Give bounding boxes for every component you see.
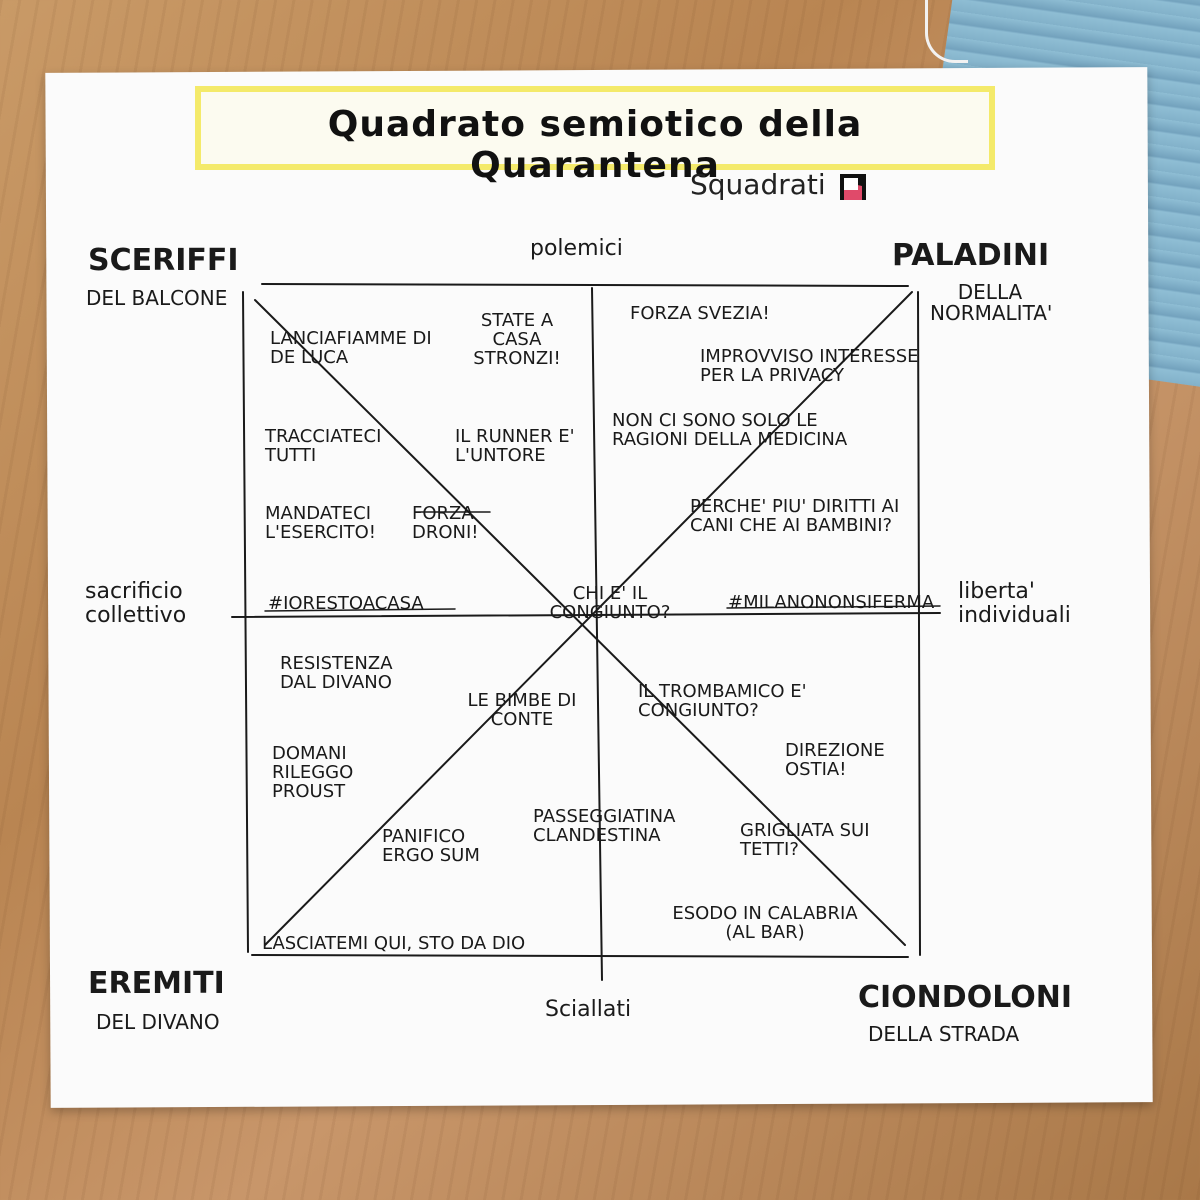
note-resistenza: RESISTENZA DAL DIVANO <box>280 653 393 693</box>
bottom-border-line <box>251 954 909 958</box>
right-border-line <box>917 291 921 956</box>
note-medicina: NON CI SONO SOLO LE RAGIONI DELLA MEDICI… <box>612 410 848 450</box>
note-congiunto-center: CHI E' IL CONGIUNTO? <box>549 583 671 623</box>
note-privacy: IMPROVVISO INTERESSE PER LA PRIVACY <box>700 346 919 386</box>
note-forza-svezia: FORZA SVEZIA! <box>630 303 770 324</box>
axis-right-label: liberta' individuali <box>958 579 1071 629</box>
vertical-axis-line <box>591 287 603 981</box>
strike-milano <box>726 605 941 609</box>
note-runner: IL RUNNER E' L'UNTORE <box>455 426 575 466</box>
note-forza-droni: FORZA DRONI! <box>412 503 479 543</box>
note-milano-non-si-ferma: #MILANONONSIFERMA <box>728 592 935 613</box>
note-panifico: PANIFICO ERGO SUM <box>382 826 480 866</box>
note-bimbe-di-conte: LE BIMBE DI CONTE <box>467 690 577 730</box>
note-tracciateci: TRACCIATECI TUTTI <box>265 426 382 466</box>
title-box: Quadrato semiotico della Quarantena <box>195 86 995 186</box>
corner-top-left-title: SCERIFFI <box>88 243 239 278</box>
diagonal-line-a <box>254 299 906 946</box>
note-trombamico: IL TROMBAMICO E' CONGIUNTO? <box>638 681 807 721</box>
note-mandateci: MANDATECI L'ESERCITO! <box>265 503 377 543</box>
axis-bottom-label: Sciallati <box>545 997 632 1022</box>
corner-bottom-left-title: EREMITI <box>88 966 225 1001</box>
note-io-resto-a-casa: #IORESTOACASA <box>268 593 424 614</box>
note-proust: DOMANI RILEGGO PROUST <box>272 743 354 802</box>
diagram-title: Quadrato semiotico della Quarantena <box>327 104 863 186</box>
diagonal-line-b <box>264 291 913 946</box>
note-cani: PERCHE' PIU' DIRITTI AI CANI CHE AI BAMB… <box>690 496 900 536</box>
note-calabria: ESODO IN CALABRIA (AL BAR) <box>672 903 858 943</box>
brand-name: Squadrati <box>690 168 826 201</box>
top-border-line <box>261 283 909 287</box>
axis-top-label: polemici <box>530 236 623 261</box>
mask-string <box>925 0 968 63</box>
corner-top-left-subtitle: DEL BALCONE <box>86 286 228 310</box>
note-lanciafiamme: LANCIAFIAMME DI DE LUCA <box>270 328 432 368</box>
note-passeggiatina: PASSEGGIATINA CLANDESTINA <box>533 806 676 846</box>
corner-bottom-left-subtitle: DEL DIVANO <box>96 1010 220 1034</box>
corner-top-right-title: PALADINI <box>892 238 1050 273</box>
corner-bottom-right-subtitle: DELLA STRADA <box>868 1022 1020 1046</box>
note-grigliata: GRIGLIATA SUI TETTI? <box>740 820 870 860</box>
note-lasciatemi: LASCIATEMI QUI, STO DA DIO <box>262 933 526 954</box>
corner-bottom-right-title: CIONDOLONI <box>858 980 1073 1015</box>
corner-top-right-subtitle: DELLA NORMALITA' <box>930 280 1053 325</box>
horizontal-axis-line <box>231 612 941 618</box>
left-border-line <box>242 291 249 953</box>
axis-left-label: sacrificio collettivo <box>85 579 187 629</box>
note-ostia: DIREZIONE OSTIA! <box>785 740 885 780</box>
brand-logo-icon <box>840 174 866 200</box>
note-state-a-casa: STATE A CASA STRONZI! <box>473 310 561 369</box>
strike-ioresto <box>264 608 456 612</box>
